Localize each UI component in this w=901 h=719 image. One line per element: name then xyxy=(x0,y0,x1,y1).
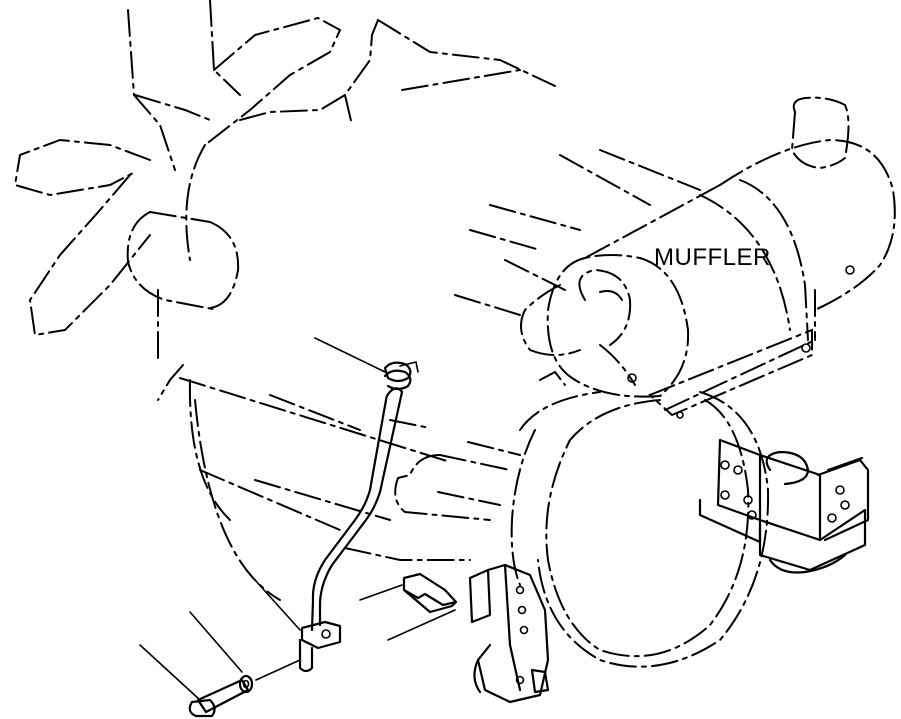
breather-tube xyxy=(298,337,419,673)
muffler xyxy=(520,96,896,419)
engine-mount-right xyxy=(698,438,870,574)
bracket-plate xyxy=(387,572,458,641)
fan-blades xyxy=(13,0,342,337)
engine-mount-left xyxy=(468,563,550,704)
leader-lines xyxy=(254,579,403,631)
bolt-and-washer xyxy=(139,611,301,718)
muffler-label: MUFFLER xyxy=(654,244,771,271)
flywheel-housing xyxy=(394,370,770,668)
oil-filter xyxy=(126,211,240,311)
engine-block-outline xyxy=(157,19,701,601)
